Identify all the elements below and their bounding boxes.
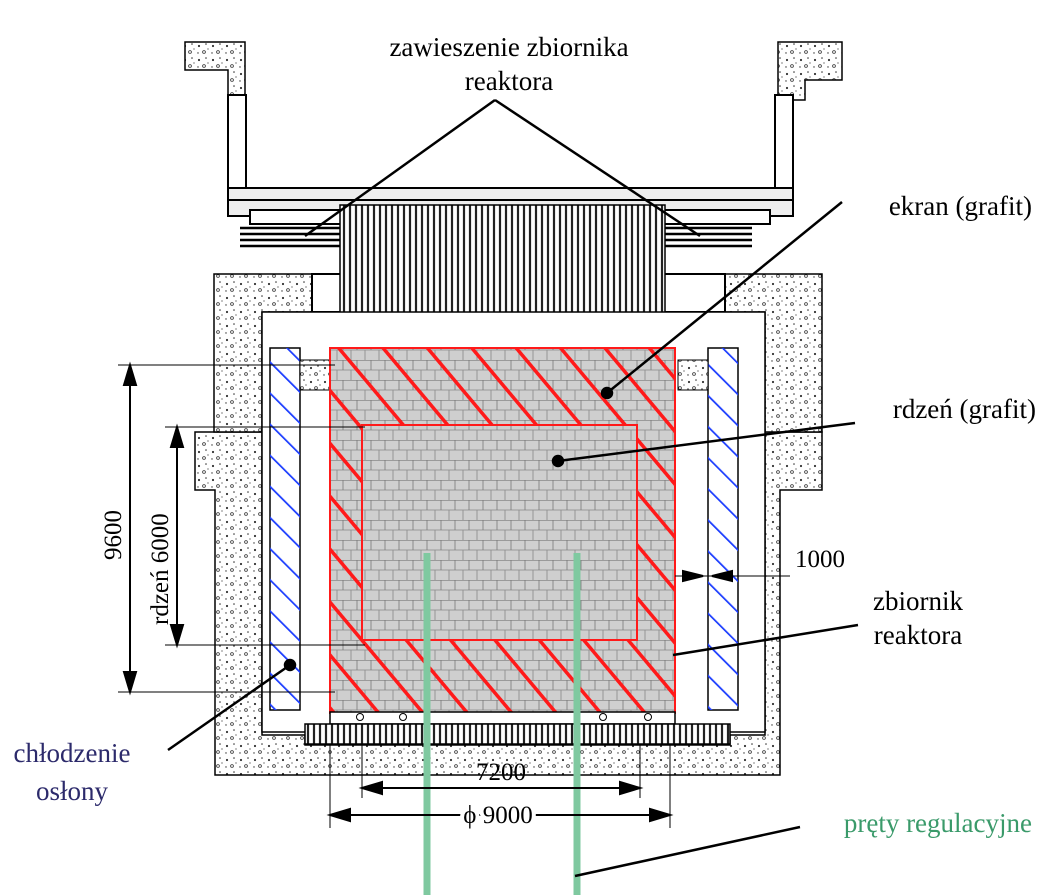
label-vessel-line1: zbiornik bbox=[873, 586, 963, 616]
dimension-vessel-diameter bbox=[326, 745, 674, 828]
label-cooling-line2: osłony bbox=[36, 776, 109, 806]
graphite-screen bbox=[329, 347, 676, 714]
label-suspension-line1: zawieszenie zbiornika bbox=[389, 32, 628, 62]
dim-label-height-total: 9600 bbox=[100, 510, 127, 560]
dimension-core-height bbox=[165, 423, 365, 649]
dim-label-core-height: rdzeń 6000 bbox=[147, 513, 174, 625]
dim-label-vessel-diameter: ϕ 9000 bbox=[463, 802, 532, 829]
cooling-shield-left bbox=[269, 347, 301, 711]
suspension-spring-right bbox=[655, 226, 752, 248]
label-screen: ekran (grafit) bbox=[889, 191, 1032, 221]
dim-label-core-width: 7200 bbox=[476, 759, 526, 786]
label-control-rods: pręty regulacyjne bbox=[844, 808, 1032, 838]
suspension-spring-left bbox=[240, 226, 355, 248]
bottom-support-plate bbox=[304, 711, 731, 745]
dimension-gap bbox=[675, 569, 790, 583]
label-suspension-line2: reaktora bbox=[465, 66, 553, 96]
label-vessel-line2: reaktora bbox=[874, 620, 962, 650]
dim-label-gap: 1000 bbox=[795, 546, 845, 573]
dimension-height-total bbox=[118, 361, 335, 696]
control-rods bbox=[423, 553, 581, 895]
cooling-shield-right bbox=[707, 347, 739, 711]
dimension-core-width bbox=[358, 745, 644, 798]
leader-lines bbox=[167, 98, 859, 878]
label-core: rdzeń (grafit) bbox=[893, 394, 1036, 424]
label-cooling-line1: chłodzenie bbox=[14, 738, 131, 768]
